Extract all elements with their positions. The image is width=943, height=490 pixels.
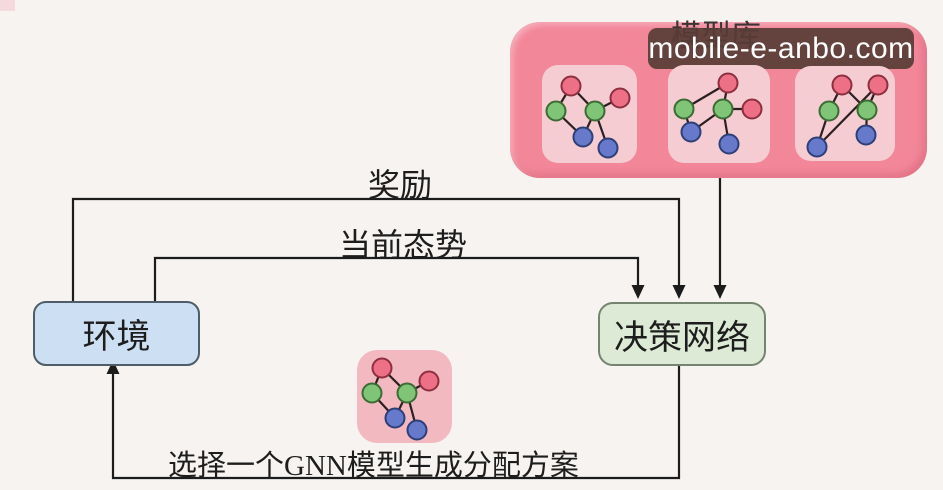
library-graph-1-node-blue [597, 137, 619, 159]
library-graph-1-box [542, 65, 637, 163]
action-graph-box [357, 350, 452, 443]
library-graph-2-node-blue [680, 121, 702, 143]
action-graph-node-blue [406, 419, 428, 441]
watermark-badge: mobile-e-anbo.com [648, 28, 914, 69]
library-graph-1-node-green [584, 100, 606, 122]
library-graph-1-node-blue [572, 126, 594, 148]
corner-artifact [0, 0, 15, 11]
library-graph-2-box [668, 65, 770, 163]
library-flow-arrowhead [713, 285, 727, 299]
action-graph-node-blue [384, 407, 406, 429]
reward-flow-label: 奖励 [368, 167, 433, 203]
library-graph-3-node-pink [831, 74, 853, 96]
current-state-flow-label: 当前态势 [339, 227, 468, 263]
action-graph [361, 357, 440, 441]
library-graph-2-node-blue [718, 133, 740, 155]
state-flow [153, 256, 645, 302]
action-flow [106, 360, 681, 480]
library-graph-3-box [795, 66, 895, 161]
library-graph-1-node-green [545, 100, 567, 122]
environment-box: 环境 [33, 301, 200, 366]
action-flow-label: 选择一个GNN模型生成分配方案 [168, 450, 579, 482]
library-graph-2-node-green [712, 98, 734, 120]
action-graph-node-pink [371, 357, 393, 379]
library-graph-3-node-green [856, 99, 878, 121]
state-flow-arrowhead [631, 285, 645, 299]
decision-network-box: 决策网络 [598, 302, 766, 366]
library-graph-2-node-green [673, 98, 695, 120]
action-graph-node-green [396, 382, 418, 404]
library-graph-1-node-pink [560, 75, 582, 97]
library-graph-3-node-blue [806, 136, 828, 158]
library-graph-3-node-pink [867, 74, 889, 96]
reward-flow [71, 197, 686, 302]
action-graph-node-green [361, 382, 383, 404]
decision-network-label: 决策网络 [614, 319, 750, 357]
reward-flow-arrowhead [672, 285, 686, 299]
environment-label: 环境 [82, 319, 151, 356]
library-graph-3-node-green [818, 100, 840, 122]
library-graph-1-node-pink [609, 87, 631, 109]
library-graph-3 [806, 74, 889, 158]
action-graph-node-pink [418, 370, 440, 392]
library-graph-3-edge [816, 84, 879, 148]
library-graph-2-node-pink [717, 72, 739, 94]
library-graph-2 [673, 72, 763, 155]
library-flow [713, 178, 727, 299]
action-flow-arrowhead [106, 360, 120, 374]
library-graph-1 [545, 75, 631, 159]
watermark-text: mobile-e-anbo.com [648, 31, 914, 65]
library-graph-3-node-blue [855, 124, 877, 146]
library-graph-2-node-pink [741, 98, 763, 120]
